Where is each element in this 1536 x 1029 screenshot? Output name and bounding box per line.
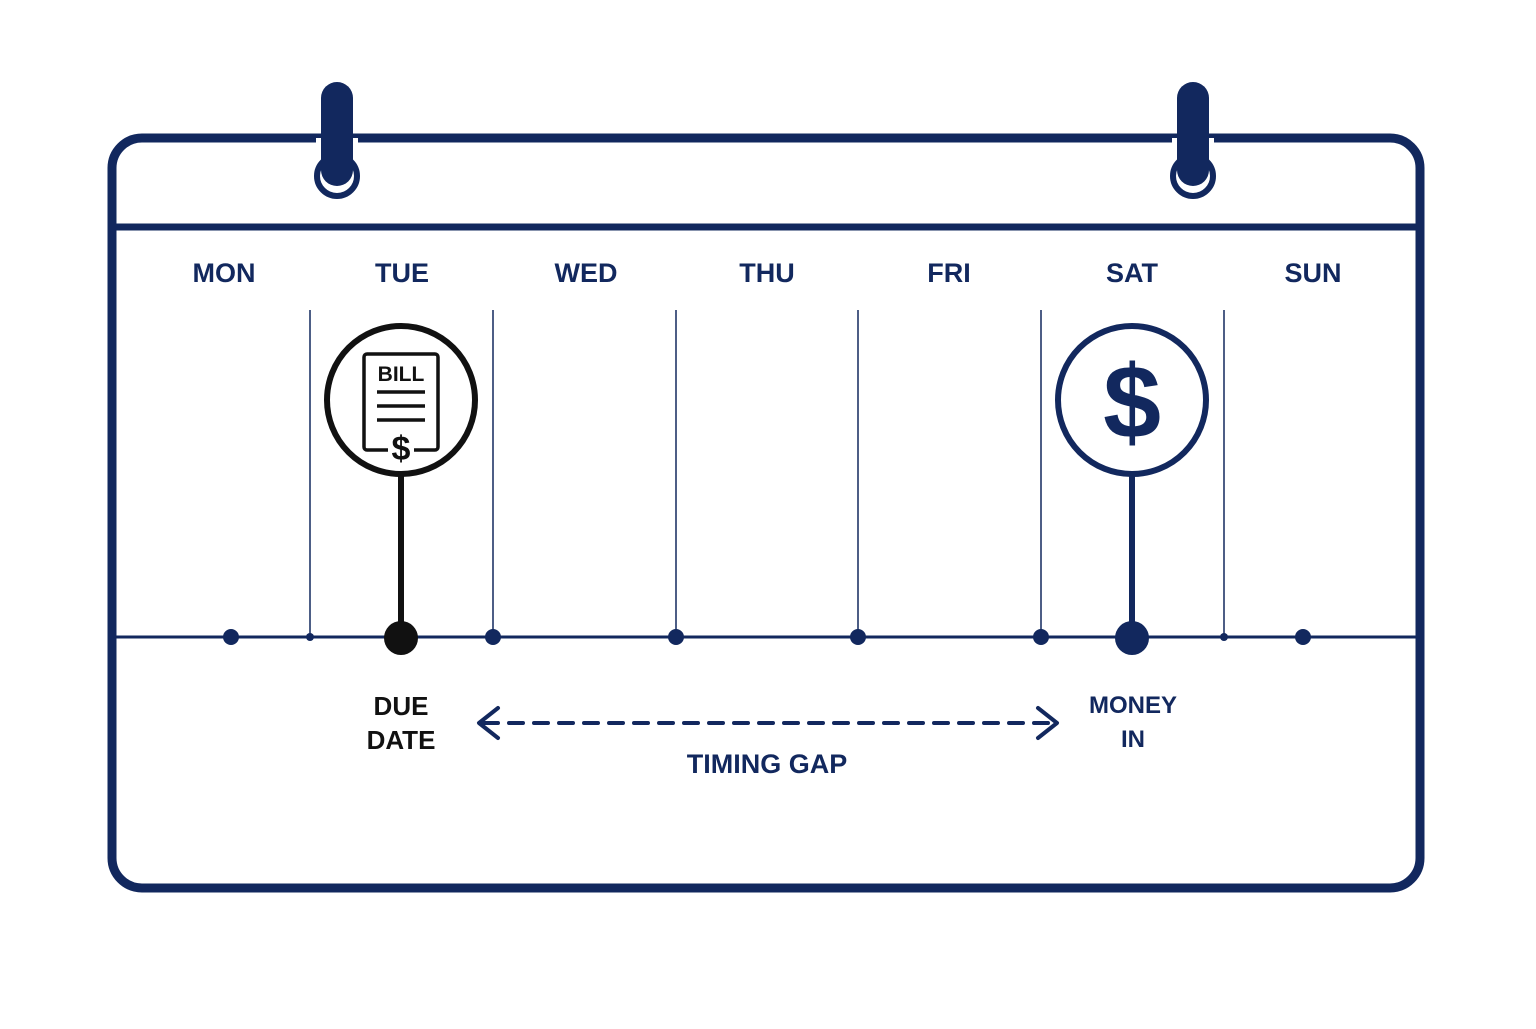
binder-ring-right (1170, 82, 1216, 199)
timeline-dot (223, 629, 239, 645)
dollar-coin-icon (1055, 323, 1209, 477)
timeline-tick (1220, 633, 1228, 641)
bill-marker-dot (384, 621, 418, 655)
day-headers: MON TUE WED THU FRI SAT SUN (193, 258, 1342, 288)
bill-dollar-sign: $ (392, 430, 411, 468)
day-header-mon: MON (193, 258, 256, 288)
arrow-left-icon (477, 706, 500, 740)
timing-gap-label: TIMING GAP (687, 749, 848, 779)
timeline-dot (1033, 629, 1049, 645)
money-dollar-sign: $ (1103, 345, 1161, 461)
money-in-marker: $ (1055, 323, 1209, 655)
timing-gap-arrow (477, 706, 1059, 740)
day-header-fri: FRI (927, 258, 971, 288)
due-date-caption-line1: DUE (374, 691, 429, 721)
day-header-thu: THU (739, 258, 795, 288)
arrow-right-icon (1036, 706, 1059, 740)
bill-label: BILL (378, 363, 425, 386)
day-header-sat: SAT (1106, 258, 1159, 288)
money-in-caption-line1: MONEY (1089, 692, 1177, 719)
binder-ring-left (314, 82, 360, 199)
calendar-frame (107, 133, 1425, 893)
timeline-dot (1295, 629, 1311, 645)
bill-document-icon: BILL $ (362, 352, 440, 468)
timeline-dot (668, 629, 684, 645)
money-marker-dot (1115, 621, 1149, 655)
day-header-tue: TUE (375, 258, 429, 288)
day-column-separators (309, 310, 1225, 637)
timeline-dot (485, 629, 501, 645)
day-header-wed: WED (555, 258, 618, 288)
due-date-caption-line2: DATE (367, 725, 436, 755)
timeline-tick (306, 633, 314, 641)
money-in-caption-line2: IN (1121, 726, 1145, 753)
timeline-dot (850, 629, 866, 645)
timeline-dots (223, 629, 1311, 645)
day-header-sun: SUN (1284, 258, 1341, 288)
bill-due-marker: BILL $ (324, 323, 478, 655)
